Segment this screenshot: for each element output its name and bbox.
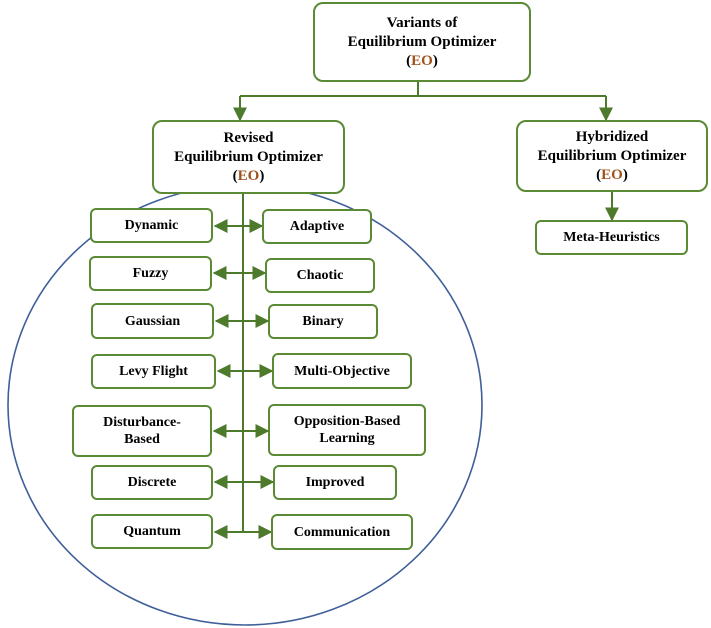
right-item-communication: Communication bbox=[271, 514, 413, 550]
right-item-multi-objective: Multi-Objective bbox=[272, 353, 412, 389]
meta-heuristics-box: Meta-Heuristics bbox=[535, 220, 688, 255]
revised-eo-line: (EO) bbox=[232, 167, 265, 184]
root-title-line1: Variants of bbox=[386, 14, 458, 31]
hybrid-eo-line: (EO) bbox=[596, 166, 628, 183]
revised-title-line2: Equilibrium Optimizer bbox=[174, 148, 323, 165]
hybrid-title-line2: Equilibrium Optimizer bbox=[537, 147, 687, 164]
right-item-adaptive: Adaptive bbox=[262, 209, 372, 244]
right-item-improved: Improved bbox=[273, 465, 397, 500]
left-item-quantum: Quantum bbox=[91, 514, 213, 549]
left-item-dynamic: Dynamic bbox=[90, 208, 213, 243]
left-item-fuzzy: Fuzzy bbox=[89, 256, 212, 291]
root-variants-box: Variants of Equilibrium Optimizer (EO) bbox=[313, 2, 531, 82]
left-item-levy-flight: Levy Flight bbox=[91, 354, 216, 389]
right-item-binary: Binary bbox=[268, 304, 378, 339]
root-title-line2: Equilibrium Optimizer bbox=[347, 33, 497, 50]
left-item-discrete: Discrete bbox=[91, 465, 213, 500]
hybrid-title-line1: Hybridized bbox=[575, 128, 649, 145]
hybrid-eo-box: Hybridized Equilibrium Optimizer (EO) bbox=[516, 120, 708, 192]
revised-eo-box: Revised Equilibrium Optimizer (EO) bbox=[152, 120, 345, 194]
root-eo-line: (EO) bbox=[406, 52, 438, 69]
left-item-gaussian: Gaussian bbox=[91, 303, 214, 339]
right-item-chaotic: Chaotic bbox=[265, 258, 375, 293]
left-item-disturbance-based: Disturbance-Based bbox=[72, 405, 212, 457]
revised-title-line1: Revised bbox=[223, 129, 274, 146]
